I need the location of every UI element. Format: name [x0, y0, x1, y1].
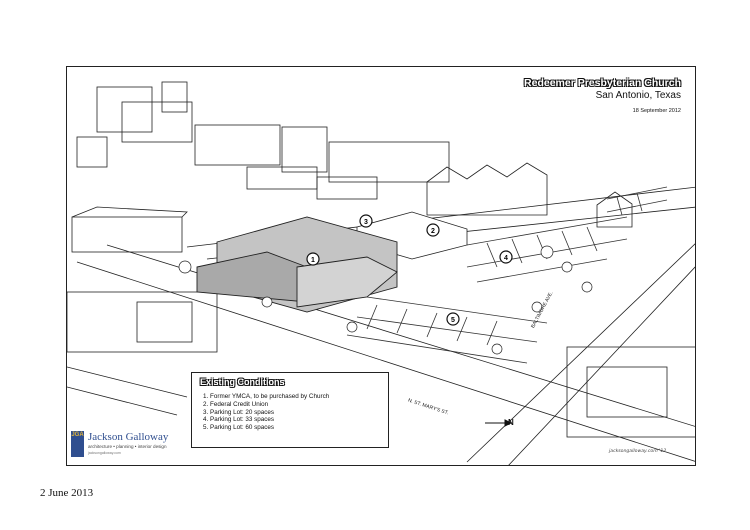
trees: [178, 245, 593, 355]
marker-2: [426, 223, 440, 237]
drawing-sheet: 1 2 3 4 5 Redeemer Presbyterian Church S…: [66, 66, 696, 466]
firm-name: Jackson Galloway: [88, 431, 169, 443]
marker-4: [499, 250, 513, 264]
artist-signature: jacksongalloway.com '12: [609, 449, 667, 454]
north-label: N: [508, 418, 514, 427]
project-location: San Antonio, Texas: [595, 90, 681, 101]
victorian-houses: [426, 162, 633, 228]
marker-3: [359, 214, 373, 228]
site-sketch: 1 2 3 4 5: [67, 81, 695, 465]
marker-3-label: 3: [364, 219, 368, 226]
legend-item: Parking Lot: 33 spaces: [210, 416, 380, 424]
project-title: Redeemer Presbyterian Church: [524, 77, 681, 89]
left-buildings: [67, 206, 218, 353]
site-markers: 1 2 3 4 5: [306, 214, 513, 326]
marker-4-label: 4: [504, 255, 508, 262]
legend-item: Parking Lot: 20 spaces: [210, 409, 380, 417]
legend-item: Parking Lot: 60 spaces: [210, 424, 380, 432]
firm-url: jacksongalloway.com: [88, 451, 121, 455]
legend-heading: Existing Conditions: [200, 377, 285, 387]
legend-item: Former YMCA, to be purchased by Church: [210, 393, 380, 401]
marker-5: [446, 312, 460, 326]
foreground-buildings: [67, 346, 695, 438]
downtown-buildings: [76, 81, 450, 200]
north-arrow-icon: [485, 419, 513, 427]
drawing-date: 18 September 2012: [632, 108, 681, 114]
marker-1: [306, 252, 320, 266]
marker-5-label: 5: [451, 317, 455, 324]
marker-2-label: 2: [431, 228, 435, 235]
legend-list: Former YMCA, to be purchased by Church F…: [200, 393, 380, 432]
parking-lot-3: [606, 186, 668, 216]
legend-box: Existing Conditions Former YMCA, to be p…: [191, 372, 389, 448]
firm-logo: JGA Jackson Galloway architecture • plan…: [71, 429, 191, 461]
legend-item: Federal Credit Union: [210, 401, 380, 409]
firm-logo-mark: JGA: [71, 431, 84, 457]
baltimore-avenue: [466, 243, 695, 465]
ymca-building: [196, 216, 398, 313]
firm-tagline: architecture • planning • interior desig…: [88, 444, 167, 449]
parking-lot-5: [346, 296, 548, 364]
marker-1-label: 1: [311, 257, 315, 264]
title-block: Redeemer Presbyterian Church San Antonio…: [524, 77, 681, 114]
page-date: 2 June 2013: [40, 487, 94, 499]
